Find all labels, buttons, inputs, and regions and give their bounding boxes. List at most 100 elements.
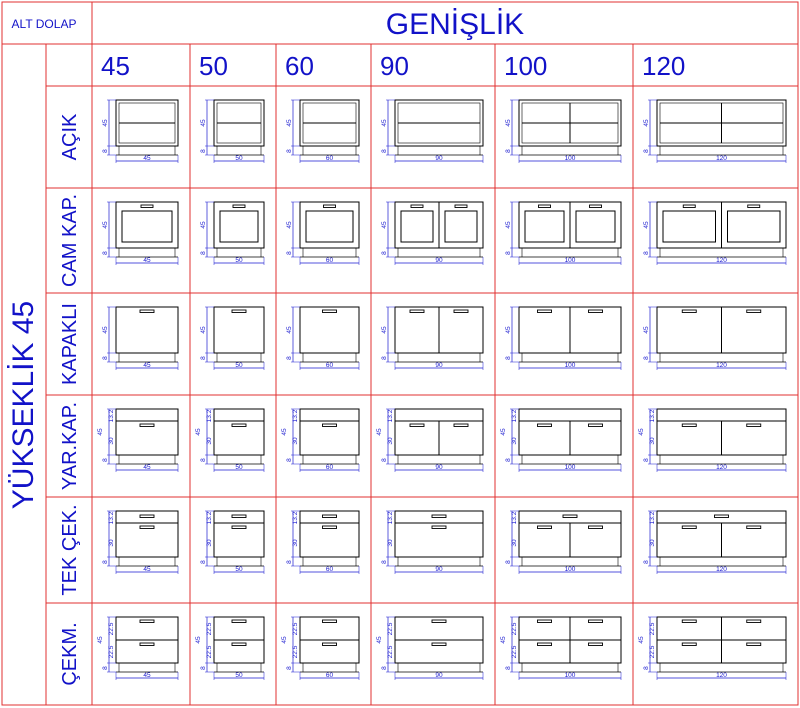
handle bbox=[747, 204, 761, 208]
dimension-label: 45 bbox=[200, 119, 207, 127]
dimension-label: 13.2 bbox=[292, 409, 299, 422]
dimension-label: 8 bbox=[381, 666, 388, 670]
dimension-label: 13.2 bbox=[649, 409, 656, 422]
handle bbox=[431, 619, 447, 623]
dimension-label: 13.2 bbox=[108, 409, 115, 422]
cabinet-body bbox=[115, 201, 179, 249]
handle bbox=[538, 204, 551, 208]
dimension-label: 90 bbox=[435, 362, 443, 369]
glass-panel bbox=[219, 210, 259, 243]
dimension-label: 120 bbox=[716, 362, 727, 369]
row-header-5: ÇEKM. bbox=[59, 622, 81, 685]
dimension-label: 30 bbox=[206, 539, 213, 547]
handle bbox=[746, 309, 762, 313]
dimension-label: 30 bbox=[108, 539, 115, 547]
dimension-label: 8 bbox=[102, 251, 109, 255]
dimension-label: 50 bbox=[235, 672, 243, 679]
dimension-label: 8 bbox=[102, 666, 109, 670]
handle bbox=[139, 309, 155, 313]
dimension-label: 8 bbox=[505, 560, 512, 564]
dimension-label: 60 bbox=[326, 257, 334, 264]
dimension-label: 45 bbox=[143, 566, 151, 573]
dimension-label: 8 bbox=[102, 560, 109, 564]
dimension-label: 8 bbox=[102, 149, 109, 153]
dimension-label: 8 bbox=[286, 251, 293, 255]
dimension-label: 50 bbox=[235, 362, 243, 369]
dimension-label: 50 bbox=[235, 566, 243, 573]
dimension-label: 30 bbox=[649, 437, 656, 445]
dimension-label: 45 bbox=[643, 119, 650, 127]
cabinet-drawings: 4545850458604589045810045812045845458504… bbox=[97, 99, 787, 680]
handle bbox=[231, 423, 247, 427]
handle bbox=[231, 514, 247, 518]
dimension-label: 45 bbox=[97, 636, 104, 644]
handle bbox=[562, 514, 578, 518]
handle bbox=[537, 642, 552, 646]
dimension-label: 30 bbox=[511, 539, 518, 547]
column-header-60: 60 bbox=[285, 51, 314, 81]
handle bbox=[453, 423, 469, 427]
dimension-label: 8 bbox=[381, 356, 388, 360]
dimension-label: 8 bbox=[643, 560, 650, 564]
dimension-label: 90 bbox=[435, 155, 443, 162]
cabinet-body bbox=[213, 99, 265, 147]
handle bbox=[431, 525, 447, 529]
dimension-label: 45 bbox=[505, 119, 512, 127]
dimension-label: 45 bbox=[638, 636, 645, 644]
glass-panel bbox=[400, 210, 434, 243]
dimension-label: 100 bbox=[565, 362, 576, 369]
handle bbox=[746, 642, 762, 646]
dimension-label: 120 bbox=[716, 464, 727, 471]
dimension-label: 100 bbox=[565, 464, 576, 471]
width-title: GENİŞLİK bbox=[386, 8, 524, 41]
dimension-label: 8 bbox=[286, 666, 293, 670]
dimension-label: 60 bbox=[326, 155, 334, 162]
handle bbox=[410, 204, 424, 208]
dimension-label: 120 bbox=[716, 672, 727, 679]
handle bbox=[746, 525, 762, 529]
dimension-label: 100 bbox=[565, 155, 576, 162]
glass-panel bbox=[444, 210, 478, 243]
dimension-label: 22.5 bbox=[108, 622, 115, 635]
dimension-label: 45 bbox=[381, 221, 388, 229]
dimension-label: 22.5 bbox=[511, 622, 518, 635]
row-header-0: AÇIK bbox=[59, 113, 81, 160]
handle bbox=[588, 619, 603, 623]
handle bbox=[139, 619, 155, 623]
dimension-label: 22.5 bbox=[292, 645, 299, 658]
dimension-label: 30 bbox=[292, 437, 299, 445]
dimension-label: 30 bbox=[387, 437, 394, 445]
dimension-label: 13.2 bbox=[511, 409, 518, 422]
column-header-50: 50 bbox=[199, 51, 228, 81]
handle bbox=[409, 309, 425, 313]
dimension-label: 45 bbox=[143, 362, 151, 369]
cabinet-body bbox=[115, 99, 179, 147]
cabinet-body bbox=[299, 408, 360, 456]
handle bbox=[322, 642, 337, 646]
cabinet-body bbox=[115, 306, 179, 354]
dimension-label: 30 bbox=[292, 539, 299, 547]
cabinet-body bbox=[656, 99, 787, 147]
handle bbox=[588, 642, 603, 646]
